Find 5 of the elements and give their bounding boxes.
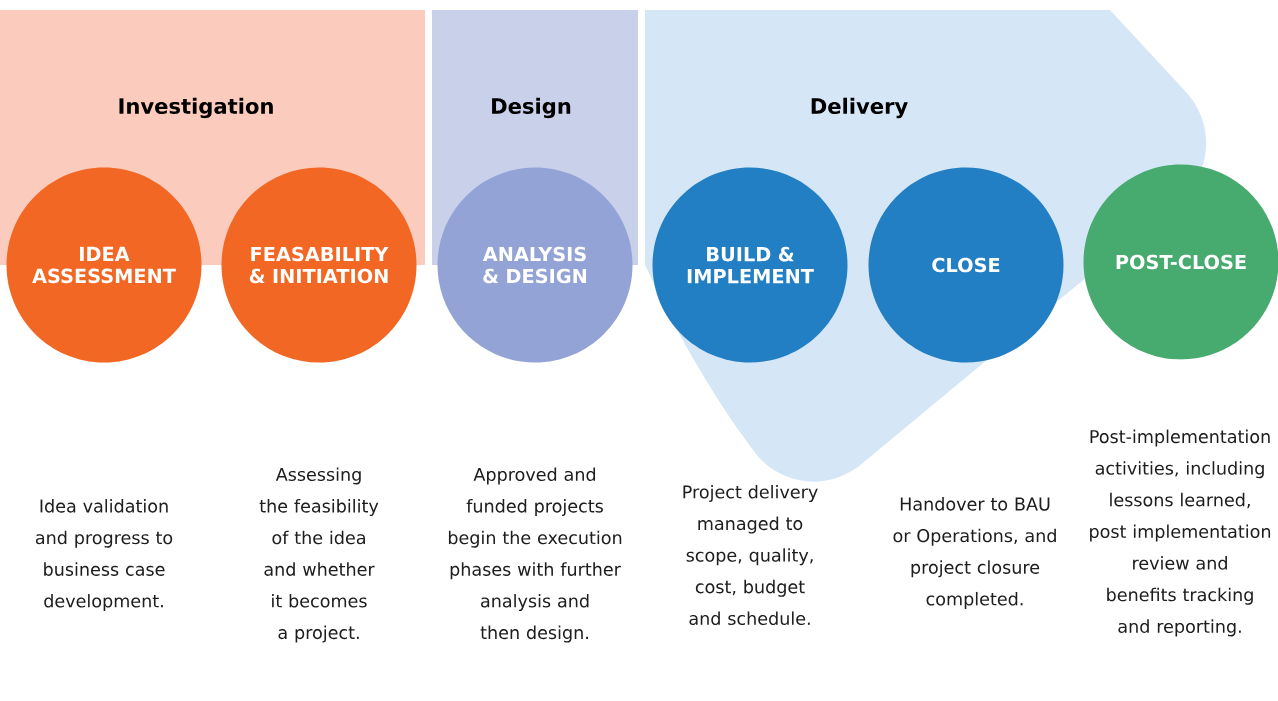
- description-text: Approved and funded projects begin the execution phases with further analysis and then design.: [448, 467, 622, 643]
- description-text: Assessing the feasibility of the idea and whether it becomes a project.: [259, 467, 379, 643]
- description-text: Idea validation and progress to business case development.: [35, 499, 173, 611]
- description-text: Handover to BAU or Operations, and project closure completed.: [893, 497, 1056, 609]
- description-text: Project delivery managed to scope, quality, cost, budget and schedule.: [683, 484, 818, 626]
